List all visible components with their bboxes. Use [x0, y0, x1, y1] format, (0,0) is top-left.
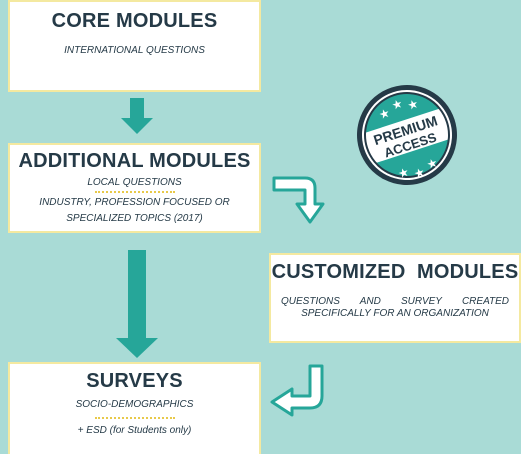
surveys-note: + ESD (for Students only)	[77, 425, 192, 436]
additional-modules-line3: SPECIALIZED TOPICS (2017)	[66, 213, 203, 224]
svg-text:★: ★	[412, 165, 427, 182]
additional-modules-line2: INDUSTRY, PROFESSION FOCUSED OR	[39, 197, 230, 208]
arrow-down-additional-to-surveys	[116, 250, 158, 358]
surveys-title: SURVEYS	[86, 370, 183, 392]
svg-text:★: ★	[425, 155, 440, 172]
arrow-curve-to-customized	[272, 176, 325, 224]
surveys-line1: SOCIO-DEMOGRAPHICS	[75, 399, 194, 410]
arrow-curve-to-surveys	[270, 364, 324, 417]
dotted-divider	[94, 191, 175, 193]
additional-modules-line1: LOCAL QUESTIONS	[87, 177, 182, 188]
star-icon: ★ ★ ★	[396, 155, 440, 182]
additional-modules-box: ADDITIONAL MODULES LOCAL QUESTIONS INDUS…	[8, 143, 261, 233]
customized-modules-title: CUSTOMIZED MODULES	[271, 261, 519, 283]
additional-modules-title: ADDITIONAL MODULES	[18, 150, 251, 172]
svg-text:★: ★	[406, 96, 421, 113]
customized-modules-box: CUSTOMIZED MODULES QUESTIONS AND SURVEY …	[269, 253, 521, 343]
core-modules-subtitle: INTERNATIONAL QUESTIONS	[64, 45, 205, 56]
surveys-box: SURVEYS SOCIO-DEMOGRAPHICS + ESD (for St…	[8, 362, 261, 454]
svg-text:★: ★	[390, 96, 405, 113]
star-icon: ★ ★ ★	[377, 96, 421, 123]
svg-text:★: ★	[396, 165, 411, 182]
core-modules-title: CORE MODULES	[51, 10, 218, 32]
premium-access-badge: ★ ★ ★ ★ ★ ★ PREMIUM ACCESS	[354, 82, 460, 188]
arrow-down-core-to-additional	[121, 98, 153, 134]
svg-text:★: ★	[377, 106, 392, 123]
core-modules-box: CORE MODULES INTERNATIONAL QUESTIONS	[8, 0, 261, 92]
dotted-divider	[94, 417, 175, 419]
customized-modules-subtitle: QUESTIONS AND SURVEY CREATED SPECIFICALL…	[281, 296, 509, 319]
